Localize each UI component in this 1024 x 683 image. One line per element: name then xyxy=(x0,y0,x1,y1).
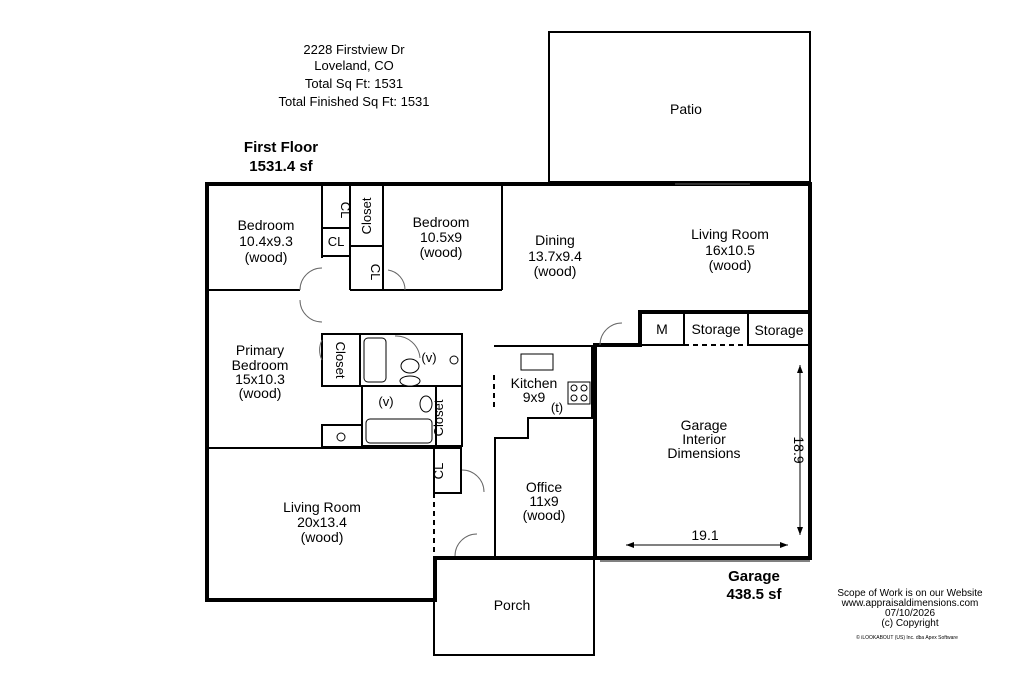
door-swing xyxy=(299,299,323,323)
garage-width-label: 19.1 xyxy=(691,527,718,543)
garage-interior-line1: Garage xyxy=(681,417,728,433)
burner xyxy=(570,384,578,392)
closet-label: Closet xyxy=(333,342,348,379)
cl-label: CL xyxy=(338,202,353,219)
bathtub xyxy=(363,337,387,383)
living-bottom-floor: (wood) xyxy=(301,529,344,545)
arrow-head xyxy=(780,542,788,548)
total-sqft: Total Sq Ft: 1531 xyxy=(305,76,403,91)
cl-label: CL xyxy=(368,264,383,281)
sink-cabinet xyxy=(321,424,363,448)
footer-line-2: www.appraisaldimensions.com xyxy=(841,598,979,609)
kitchen-sink xyxy=(520,353,554,371)
door-swing xyxy=(319,339,323,361)
dining-name: Dining xyxy=(535,232,575,248)
toilet-tank xyxy=(399,375,421,387)
primary-name-1: Primary xyxy=(236,342,284,358)
kitchen-size: 9x9 xyxy=(523,389,546,405)
primary-size: 15x10.3 xyxy=(235,371,285,387)
porch-label: Porch xyxy=(494,597,531,613)
burner xyxy=(580,384,588,392)
patio-label: Patio xyxy=(670,101,702,117)
burner xyxy=(580,394,588,402)
door-swing xyxy=(599,322,623,346)
bedroom-mid-size: 10.5x9 xyxy=(420,229,462,245)
cl-label: CL xyxy=(328,234,345,249)
address-line-1: 2228 Firstview Dr xyxy=(303,42,405,57)
office-size: 11x9 xyxy=(529,493,559,509)
bathtub xyxy=(365,418,433,444)
kitchen-walls xyxy=(494,345,593,439)
primary-name-2: Bedroom xyxy=(232,357,289,373)
primary-floor: (wood) xyxy=(239,385,282,401)
vanity-label: (v) xyxy=(421,350,436,365)
address-line-2: Loveland, CO xyxy=(314,58,394,73)
office-floor: (wood) xyxy=(523,507,566,523)
footer-line-1: Scope of Work is on our Website xyxy=(837,588,983,599)
floor-area: 1531.4 sf xyxy=(249,158,313,175)
door-swing xyxy=(454,533,478,557)
garage-name: Garage xyxy=(728,568,780,585)
living-bottom-name: Living Room xyxy=(283,499,361,515)
kitchen-tag-t: (t) xyxy=(551,400,563,415)
garage-interior-line3: Dimensions xyxy=(667,445,740,461)
living-top-name: Living Room xyxy=(691,226,769,242)
bedroom-mid-floor: (wood) xyxy=(420,244,463,260)
garage-interior-line2: Interior xyxy=(682,431,726,447)
toilet xyxy=(419,395,433,413)
closet-label: Closet xyxy=(359,197,374,234)
floor-name: First Floor xyxy=(244,139,318,156)
bedroom-mid-name: Bedroom xyxy=(413,214,470,230)
garage-area: 438.5 sf xyxy=(726,586,782,603)
arrow-head xyxy=(626,542,634,548)
living-top-floor: (wood) xyxy=(709,257,752,273)
door-swing xyxy=(299,267,323,291)
kitchen-name: Kitchen xyxy=(511,375,558,391)
toilet xyxy=(400,358,420,374)
total-finished-sqft: Total Finished Sq Ft: 1531 xyxy=(278,94,429,109)
living-bottom-size: 20x13.4 xyxy=(297,514,347,530)
dining-size: 13.7x9.4 xyxy=(528,248,582,264)
vanity-label: (v) xyxy=(378,394,393,409)
storage-1-label: Storage xyxy=(691,321,740,337)
sink xyxy=(449,355,459,365)
footer-software: © iLOOKABOUT (US) Inc. dba Apex Software xyxy=(856,634,958,641)
closet-label: Closet xyxy=(431,399,446,436)
bedroom-left-name: Bedroom xyxy=(238,217,295,233)
door-swing xyxy=(387,269,406,291)
garage-depth-label: 18.9 xyxy=(791,436,807,463)
burner xyxy=(570,394,578,402)
footer-line-3: 07/10/2026 xyxy=(885,608,935,619)
door-swing xyxy=(461,469,485,493)
dining-floor: (wood) xyxy=(534,263,577,279)
living-top-size: 16x10.5 xyxy=(705,242,755,258)
storage-2-label: Storage xyxy=(754,322,803,338)
office-name: Office xyxy=(526,479,563,495)
storage-m-label: M xyxy=(656,321,668,337)
kitchen-stove xyxy=(567,381,591,405)
arrow-head xyxy=(797,365,803,373)
sink xyxy=(336,432,346,442)
footer-line-4: (c) Copyright xyxy=(881,618,938,629)
door-swing xyxy=(394,335,421,359)
garage-walls xyxy=(593,312,812,560)
porch-outline xyxy=(433,558,595,656)
cl-label: CL xyxy=(431,463,446,480)
arrow-head xyxy=(797,527,803,535)
bedroom-left-size: 10.4x9.3 xyxy=(239,233,293,249)
hall-closet-outline xyxy=(433,447,462,494)
bedroom-left-floor: (wood) xyxy=(245,249,288,265)
